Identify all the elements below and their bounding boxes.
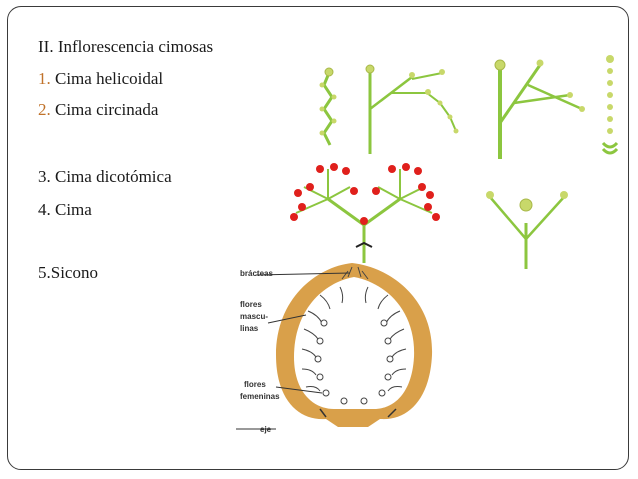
helicoidal-cyme-illustration [319, 67, 337, 146]
list-item-1: 1. Cima helicoidal [38, 69, 163, 89]
flower-column-illustration [601, 55, 619, 155]
label-eje: eje [260, 425, 272, 434]
slide: II. Inflorescencia cimosas 1. Cima helic… [7, 6, 629, 470]
scorpioid-cyme-illustration [494, 59, 585, 159]
dichotomous-cyme-illustration [290, 163, 440, 263]
list-number: 5. [38, 263, 51, 282]
list-label: Cima dicotómica [55, 167, 172, 186]
list-label: Cima [55, 200, 92, 219]
label-flores-masculinas-2: mascu- [240, 312, 268, 321]
circinate-cyme-illustration [365, 64, 459, 154]
list-number: 1. [38, 69, 51, 88]
label-flores-masculinas-3: linas [240, 324, 259, 333]
label-flores-masculinas-1: flores [240, 300, 262, 309]
slide-heading: II. Inflorescencia cimosas [38, 37, 214, 56]
list-item-3: 3. Cima dicotómica [38, 167, 172, 187]
cyme-illustration [486, 191, 568, 269]
list-number: 4. [38, 200, 51, 219]
list-label: Sicono [50, 263, 98, 282]
list-label: Cima circinada [55, 100, 159, 119]
list-number: 3. [38, 167, 51, 186]
label-flores-femeninas-1: flores [244, 380, 266, 389]
label-flores-femeninas-2: femeninas [240, 392, 280, 401]
list-item-2: 2. Cima circinada [38, 100, 158, 120]
syconium-labels: brácteas flores mascu- linas flores feme… [240, 269, 280, 434]
list-item-5: 5.Sicono [38, 263, 98, 283]
syconium-illustration [236, 263, 433, 430]
list-number: 2. [38, 100, 51, 119]
list-label: Cima helicoidal [55, 69, 164, 88]
list-item-4: 4. Cima [38, 200, 92, 220]
label-bracteas: brácteas [240, 269, 273, 278]
